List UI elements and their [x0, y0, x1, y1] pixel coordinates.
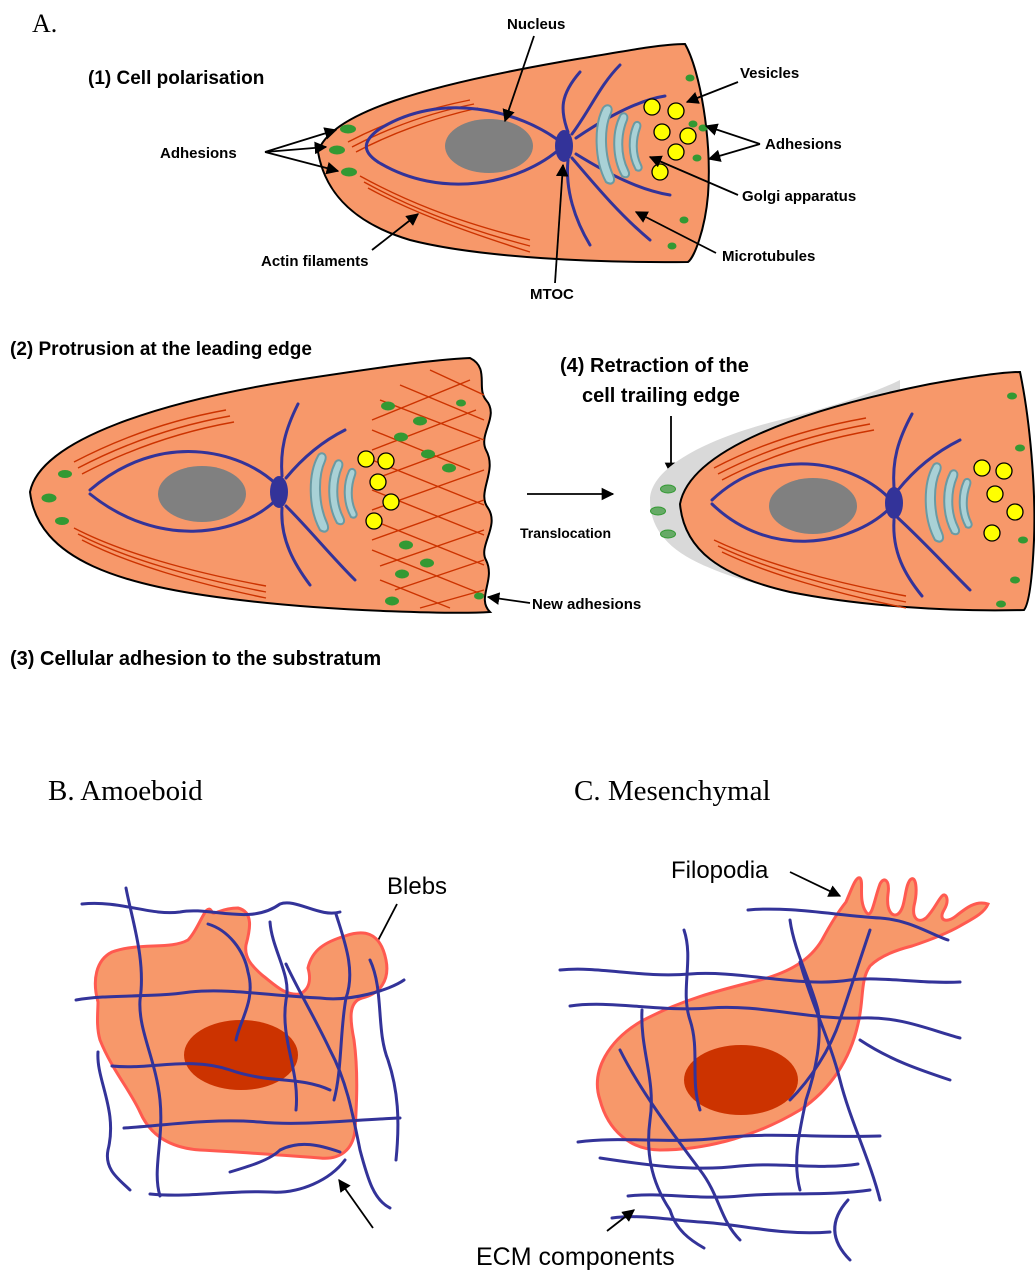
- label-ecm: ECM components: [476, 1243, 675, 1271]
- step-2-title: (2) Protrusion at the leading edge: [10, 339, 312, 360]
- mtoc-2: [270, 476, 288, 508]
- step-3-title: (3) Cellular adhesion to the substratum: [10, 648, 381, 670]
- label-microtubules: Microtubules: [722, 248, 815, 265]
- arrow-new-adhesions: [488, 597, 530, 603]
- cell-retracted: [650, 372, 1034, 610]
- label-translocation: Translocation: [520, 525, 611, 541]
- cell-polarised: [318, 44, 709, 262]
- panel-a-letter: A.: [32, 9, 57, 38]
- label-nucleus: Nucleus: [507, 16, 565, 33]
- nucleus-4: [769, 478, 857, 534]
- panel-c-title: C. Mesenchymal: [574, 775, 771, 807]
- label-new-adhesions: New adhesions: [532, 596, 641, 613]
- panel-b-title: B. Amoeboid: [48, 775, 203, 807]
- label-adhesions-left: Adhesions: [160, 145, 237, 162]
- arrow-adhesions-right-2: [709, 144, 760, 159]
- arrow-filopodia: [790, 872, 840, 896]
- label-filopodia: Filopodia: [671, 857, 769, 884]
- label-adhesions-right: Adhesions: [765, 136, 842, 153]
- label-vesicles: Vesicles: [740, 65, 799, 82]
- label-blebs: Blebs: [387, 873, 447, 900]
- step-4-title-line1: (4) Retraction of the: [560, 355, 749, 377]
- label-mtoc: MTOC: [530, 286, 574, 303]
- nucleus-2: [158, 466, 246, 522]
- cell-2-body: [30, 358, 492, 613]
- arrow-ecm-b: [339, 1180, 373, 1228]
- mesenchymal-nucleus: [684, 1045, 798, 1115]
- nucleus-1: [445, 119, 533, 173]
- mtoc-4: [885, 487, 903, 519]
- step-1-title: (1) Cell polarisation: [88, 68, 264, 89]
- mtoc-1: [555, 130, 573, 162]
- arrow-ecm-c: [607, 1210, 634, 1231]
- label-actin: Actin filaments: [261, 253, 369, 270]
- step-4-title-line2: cell trailing edge: [582, 385, 740, 407]
- label-golgi: Golgi apparatus: [742, 188, 856, 205]
- cell-protruding: [30, 358, 492, 613]
- arrow-adhesions-right-1: [706, 126, 760, 144]
